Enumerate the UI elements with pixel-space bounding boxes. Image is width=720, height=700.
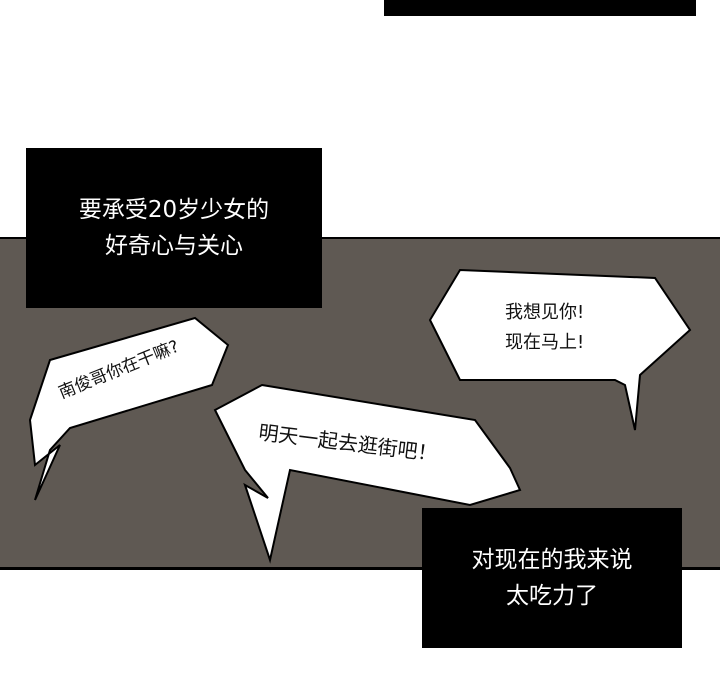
bubble-right-shape (428, 268, 692, 431)
bubble-center-shape (213, 383, 522, 564)
caption-top-line-2: 好奇心与关心 (105, 233, 243, 259)
caption-bottom-line-1: 对现在的我来说 (471, 547, 633, 573)
caption-top-line-1: 要承受20岁少女的 (78, 197, 270, 223)
caption-bottom-line-2: 太吃力了 (506, 583, 598, 609)
caption-box-bottom: 对现在的我来说 太吃力了 (422, 508, 682, 648)
caption-box-top: 要承受20岁少女的 好奇心与关心 (26, 148, 322, 308)
bubble-right-line-1: 我想见你! (505, 302, 585, 323)
bubble-left-shape (28, 316, 230, 501)
bubble-right-text: 我想见你! 现在马上! (505, 298, 584, 358)
top-black-bar (384, 0, 696, 16)
bubble-right-line-2: 现在马上! (505, 332, 585, 353)
